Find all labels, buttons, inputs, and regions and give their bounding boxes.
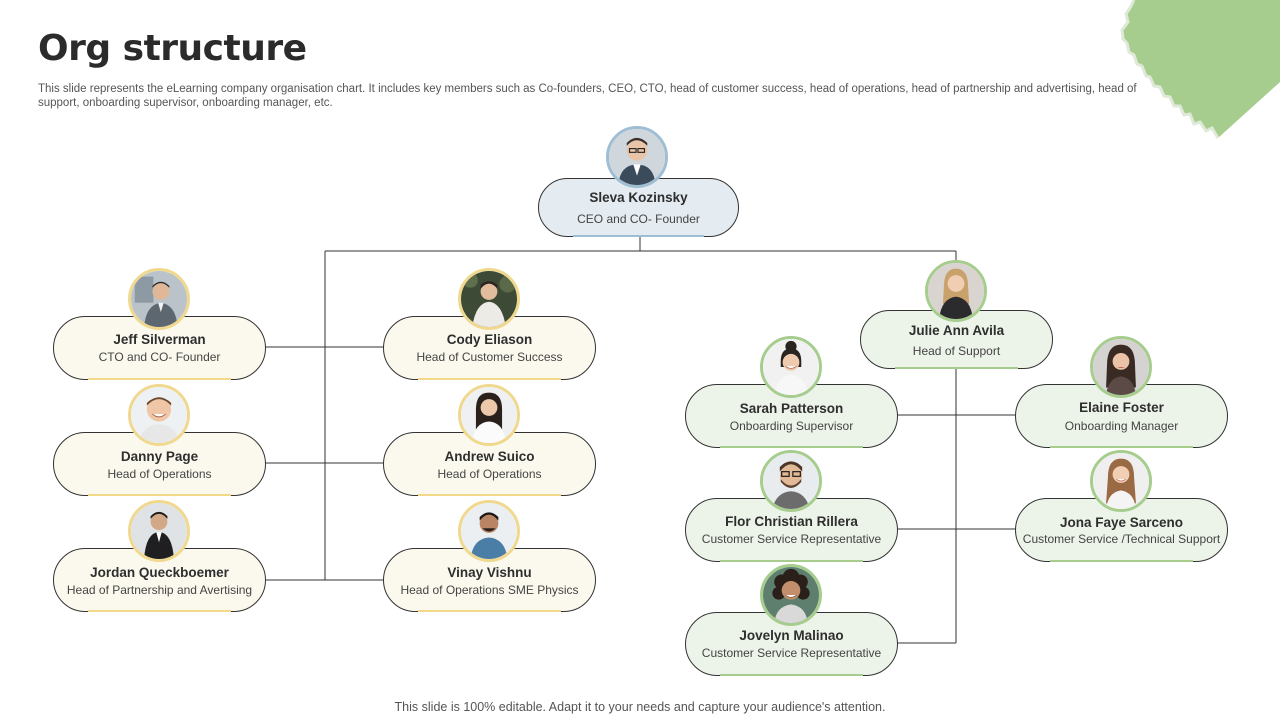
node-accent-bar	[88, 610, 231, 612]
footer-note: This slide is 100% editable. Adapt it to…	[394, 700, 886, 714]
node-cto: Jeff Silverman CTO and CO- Founder	[53, 316, 266, 380]
person-role: Head of Support	[912, 344, 1001, 358]
person-role: Customer Service Representative	[701, 646, 882, 660]
page-title: Org structure	[38, 28, 307, 69]
person-name: Julie Ann Avila	[908, 323, 1005, 338]
person-name: Danny Page	[120, 449, 199, 464]
node-accent-bar	[720, 560, 863, 562]
person-name: Jeff Silverman	[113, 332, 206, 347]
person-role: Customer Service /Technical Support	[1022, 532, 1221, 546]
avatar-woman-white-top-icon	[458, 384, 520, 446]
person-name: Flor Christian Rillera	[725, 514, 858, 529]
person-role: Head of Operations SME Physics	[400, 583, 579, 597]
person-name: Sleva Kozinsky	[589, 190, 688, 205]
person-role: Onboarding Supervisor	[729, 419, 854, 433]
node-accent-bar	[418, 610, 561, 612]
person-role: Head of Partnership and Avertising	[66, 583, 253, 597]
node-accent-bar	[88, 494, 231, 496]
node-ops-andrew: Andrew Suico Head of Operations	[383, 432, 596, 496]
node-accent-bar	[573, 235, 704, 237]
node-accent-bar	[895, 367, 1018, 369]
avatar-woman-long-hair-icon	[1090, 450, 1152, 512]
avatar-man-outdoor-icon	[458, 268, 520, 330]
person-name: Vinay Vishnu	[447, 565, 532, 580]
person-role: Customer Service Representative	[701, 532, 882, 546]
node-accent-bar	[720, 446, 863, 448]
avatar-man-glasses-beard-icon	[760, 450, 822, 512]
person-role: Onboarding Manager	[1064, 419, 1179, 433]
person-name: Cody Eliason	[446, 332, 533, 347]
person-name: Jordan Queckboemer	[90, 565, 229, 580]
node-accent-bar	[1050, 446, 1193, 448]
person-role: Head of Operations	[107, 467, 212, 481]
node-accent-bar	[88, 378, 231, 380]
avatar-man-dark-suit-icon	[128, 500, 190, 562]
node-csr-flor: Flor Christian Rillera Customer Service …	[685, 498, 898, 562]
avatar-woman-bun-icon	[760, 336, 822, 398]
page-description: This slide represents the eLearning comp…	[38, 83, 1137, 109]
avatar-man-smiling-icon	[128, 384, 190, 446]
person-name: Jona Faye Sarceno	[1059, 515, 1184, 530]
node-accent-bar	[418, 494, 561, 496]
avatar-woman-curly-hair-icon	[760, 564, 822, 626]
node-accent-bar	[1050, 560, 1193, 562]
person-role: CEO and CO- Founder	[577, 212, 700, 226]
person-name: Andrew Suico	[444, 449, 535, 464]
node-accent-bar	[720, 674, 863, 676]
person-role: CTO and CO- Founder	[98, 350, 221, 364]
decorative-corner-shape	[1120, 0, 1280, 139]
person-name: Jovelyn Malinao	[739, 628, 844, 643]
avatar-man-blue-shirt-icon	[458, 500, 520, 562]
node-accent-bar	[418, 378, 561, 380]
avatar-man-glasses-icon	[606, 126, 668, 188]
person-name: Sarah Patterson	[739, 401, 844, 416]
node-ops-sme: Vinay Vishnu Head of Operations SME Phys…	[383, 548, 596, 612]
avatar-man-suit-icon	[128, 268, 190, 330]
person-role: Head of Customer Success	[416, 350, 563, 364]
avatar-woman-dark-hair-icon	[1090, 336, 1152, 398]
avatar-woman-blonde-icon	[925, 260, 987, 322]
person-name: Elaine Foster	[1079, 400, 1164, 415]
person-role: Head of Operations	[437, 467, 542, 481]
